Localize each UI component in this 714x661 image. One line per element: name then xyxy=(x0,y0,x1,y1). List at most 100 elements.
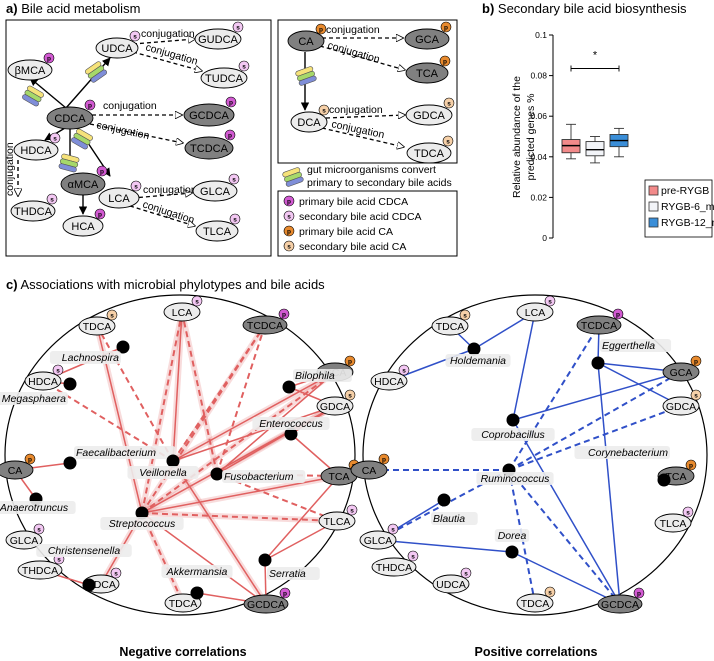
edge-label-udca-tudca: conjugation xyxy=(144,41,199,67)
node-tudca-label: TUDCA xyxy=(205,73,244,85)
neg-taxon-dot-11 xyxy=(190,586,204,600)
neg-taxon-label-11: Akkermansia xyxy=(166,566,228,578)
neg-taxon-label-bg-2 xyxy=(74,446,176,459)
node-hca-label: HCA xyxy=(71,221,95,233)
node-tdca-label: TDCA xyxy=(414,148,445,160)
node-tca-badge: p xyxy=(439,55,451,67)
neg-node-3-label: HDCA xyxy=(28,376,58,388)
svg-text:p: p xyxy=(348,358,352,365)
svg-text:p: p xyxy=(229,99,233,106)
pos-taxon-label-6: Dorea xyxy=(498,530,527,542)
box-RYGB-6_mo xyxy=(585,136,605,164)
neg-edge-26 xyxy=(141,512,184,604)
svg-text:p: p xyxy=(616,311,620,318)
node-gdca-label: GDCA xyxy=(413,110,445,122)
panel-c-title: Associations with microbial phylotypes a… xyxy=(20,277,325,292)
panel-b: b) Secondary bile acid biosynthesis Rela… xyxy=(482,1,714,243)
svg-text:s: s xyxy=(447,100,451,107)
edge-label-cdca-tcdca: conjugation xyxy=(95,119,150,142)
microbe-icon-2 xyxy=(22,85,44,107)
panel-c: c) Associations with microbial phylotype… xyxy=(0,277,708,659)
neg-taxon-label-bg-4 xyxy=(127,466,199,479)
svg-text:p: p xyxy=(287,228,291,235)
pos-node-12-label: TDCA xyxy=(521,598,550,610)
svg-text:s: s xyxy=(348,392,352,399)
svg-text:p: p xyxy=(637,590,641,597)
neg-node-6-badge: s xyxy=(344,389,356,401)
node-amca-label: αMCA xyxy=(68,179,99,191)
pos-edge-10 xyxy=(508,371,682,471)
svg-text:p: p xyxy=(382,456,386,463)
node-tca-label: TCA xyxy=(416,68,439,80)
pos-taxon-label-5: Blautia xyxy=(433,513,465,525)
svg-text:p: p xyxy=(444,24,448,31)
neg-edge-12 xyxy=(181,311,218,475)
pos-taxon-dot-1 xyxy=(591,356,605,370)
svg-text:s: s xyxy=(391,526,395,533)
neg-taxon-label-bg-1 xyxy=(0,392,68,405)
pos-node-12-badge: s xyxy=(544,586,556,598)
node-lca-label: LCA xyxy=(108,193,130,205)
svg-text:s: s xyxy=(686,509,690,516)
svg-text:p: p xyxy=(287,198,291,205)
neg-edge-8 xyxy=(172,371,336,462)
legend-label-1: RYGB-6_mo xyxy=(661,201,714,213)
neg-taxon-label-6: Enterococcus xyxy=(259,418,323,430)
node-dca-badge: s xyxy=(318,104,330,116)
svg-text:s: s xyxy=(57,556,61,563)
pos-node-10-label: THDCA xyxy=(376,562,412,574)
neg-taxon-0: Lachnospira xyxy=(49,340,130,364)
negative-caption: Negative correlations xyxy=(119,645,246,659)
legend-swatch-0 xyxy=(648,185,659,196)
pos-taxon-1: Eggerthella xyxy=(591,339,672,370)
pos-node-0-label: TDCA xyxy=(436,321,465,333)
neg-taxon-label-9: Christensenella xyxy=(48,545,121,557)
svg-text:s: s xyxy=(114,570,118,577)
node-hdca-badge: s xyxy=(49,132,61,144)
node-tcdca-label: TCDCA xyxy=(190,143,229,155)
neg-node-3: HDCA s xyxy=(24,364,64,391)
pos-node-13-label: GCDCA xyxy=(601,599,639,611)
pos-node-11-label: UDCA xyxy=(436,579,466,591)
node-udca-badge: s xyxy=(129,30,141,42)
pos-node-7-label: GLCA xyxy=(364,535,393,547)
y-tick-label-3: 0.06 xyxy=(530,111,547,121)
neg-taxon-label-8: Streptococcus xyxy=(109,518,176,530)
y-tick-label-2: 0.04 xyxy=(530,152,547,162)
pos-edge-9 xyxy=(508,324,600,471)
pos-taxon-0: Holdemania xyxy=(445,342,511,367)
neg-taxon-dot-8 xyxy=(135,506,149,520)
pos-node-3-badge: s xyxy=(398,364,410,376)
pos-node-1-badge: s xyxy=(544,295,556,307)
neg-taxon-4: Veillonella xyxy=(127,454,199,479)
neg-taxon-8: Streptococcus xyxy=(100,506,184,530)
svg-text:p: p xyxy=(319,26,323,33)
neg-taxon-dot-5 xyxy=(282,380,296,394)
neg-node-9-label: TLCA xyxy=(324,516,351,528)
svg-text:p: p xyxy=(47,55,51,62)
svg-text:p: p xyxy=(283,590,287,597)
pos-taxon-label-4: Corynebacterium xyxy=(588,447,668,459)
pos-node-6-badge: s xyxy=(690,389,702,401)
node-udca-label: UDCA xyxy=(101,43,133,55)
node-ca: CAp xyxy=(287,23,327,52)
svg-text:s: s xyxy=(56,367,60,374)
neg-node-5-label: CA xyxy=(8,465,23,477)
neg-taxon-3: Anaerotruncus xyxy=(0,492,76,514)
pos-edge-14 xyxy=(508,469,536,604)
